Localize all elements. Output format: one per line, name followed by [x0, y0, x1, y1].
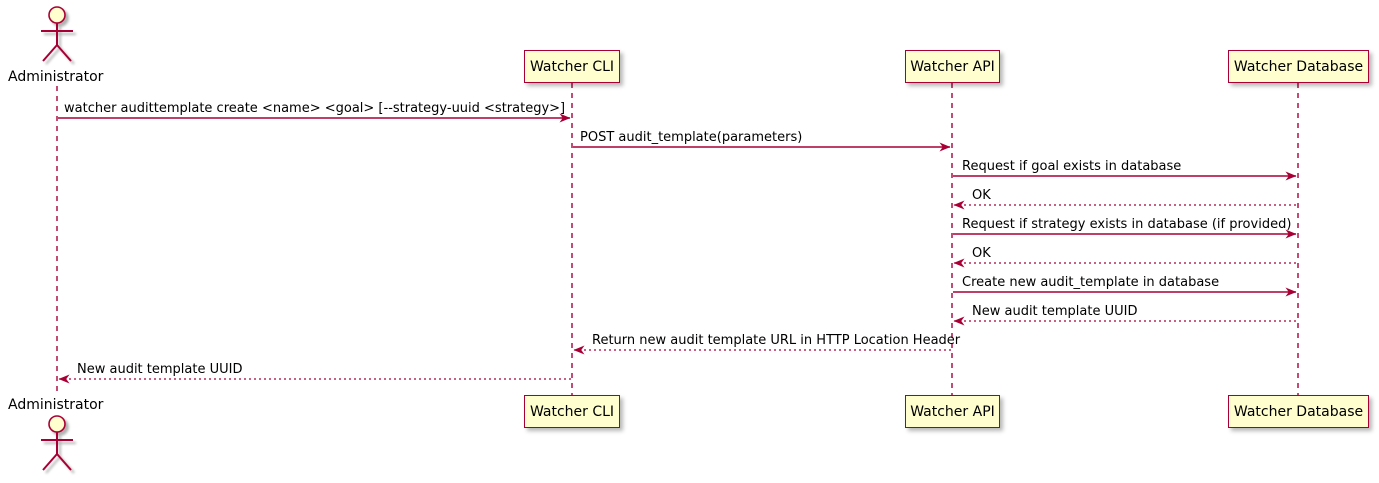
participant-box-watcher-cli-bottom[interactable]: Watcher CLI: [524, 395, 620, 428]
participant-label: Watcher CLI: [529, 58, 615, 75]
participant-box-watcher-api-top[interactable]: Watcher API: [905, 50, 1000, 83]
message-label-9: Return new audit template URL in HTTP Lo…: [592, 333, 961, 348]
message-label-1: watcher audittemplate create <name> <goa…: [64, 101, 566, 116]
actor-label-administrator-top: Administrator: [8, 69, 104, 85]
message-label-6: OK: [972, 246, 991, 261]
participant-box-watcher-api-bottom[interactable]: Watcher API: [905, 395, 1000, 428]
actor-figure-administrator-top: [41, 6, 73, 62]
participant-label: Watcher API: [910, 58, 995, 75]
message-label-2: POST audit_template(parameters): [580, 130, 803, 145]
message-label-7: Create new audit_template in database: [962, 275, 1220, 290]
participant-label: Watcher API: [910, 403, 995, 420]
actor-figures-group: [41, 6, 73, 471]
message-label-5: Request if strategy exists in database (…: [962, 217, 1292, 232]
participant-box-watcher-database-top[interactable]: Watcher Database: [1228, 50, 1369, 83]
participant-box-watcher-cli-top[interactable]: Watcher CLI: [524, 50, 620, 83]
lifelines-group: [56, 83, 1299, 396]
participant-label: Watcher Database: [1233, 403, 1364, 420]
message-label-4: OK: [972, 188, 991, 203]
actor-label-administrator-bottom: Administrator: [8, 397, 104, 413]
participant-label: Watcher CLI: [529, 403, 615, 420]
actor-figure-administrator-bottom: [41, 415, 73, 471]
message-label-8: New audit template UUID: [972, 304, 1138, 319]
message-label-10: New audit template UUID: [77, 362, 243, 377]
message-label-3: Request if goal exists in database: [962, 159, 1182, 174]
message-arrows-group: [58, 113, 1297, 384]
participant-label: Watcher Database: [1233, 58, 1364, 75]
participant-box-watcher-database-bottom[interactable]: Watcher Database: [1228, 395, 1369, 428]
